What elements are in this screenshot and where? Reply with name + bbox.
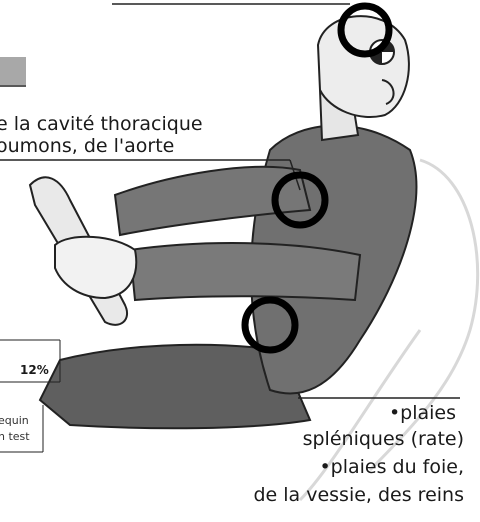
dummy-lower-arm [130,243,360,300]
thorax-label-line1: e la cavité thoracique [0,113,203,135]
dummy-head [318,16,409,117]
thorax-label-line2: oumons, de l'aorte [0,135,174,157]
legend-label-line1: equin [0,414,29,427]
dummy-hand [55,237,136,298]
abdomen-label-line4: de la vessie, des reins [253,484,464,506]
abdomen-label-line3: •plaies du foie, [319,456,464,478]
abdomen-label-line1: •plaies [389,402,456,424]
percent-label: 12% [20,363,49,377]
legend-label-line2: n test [0,430,30,443]
abdomen-label-line2: spléniques (rate) [303,428,464,450]
